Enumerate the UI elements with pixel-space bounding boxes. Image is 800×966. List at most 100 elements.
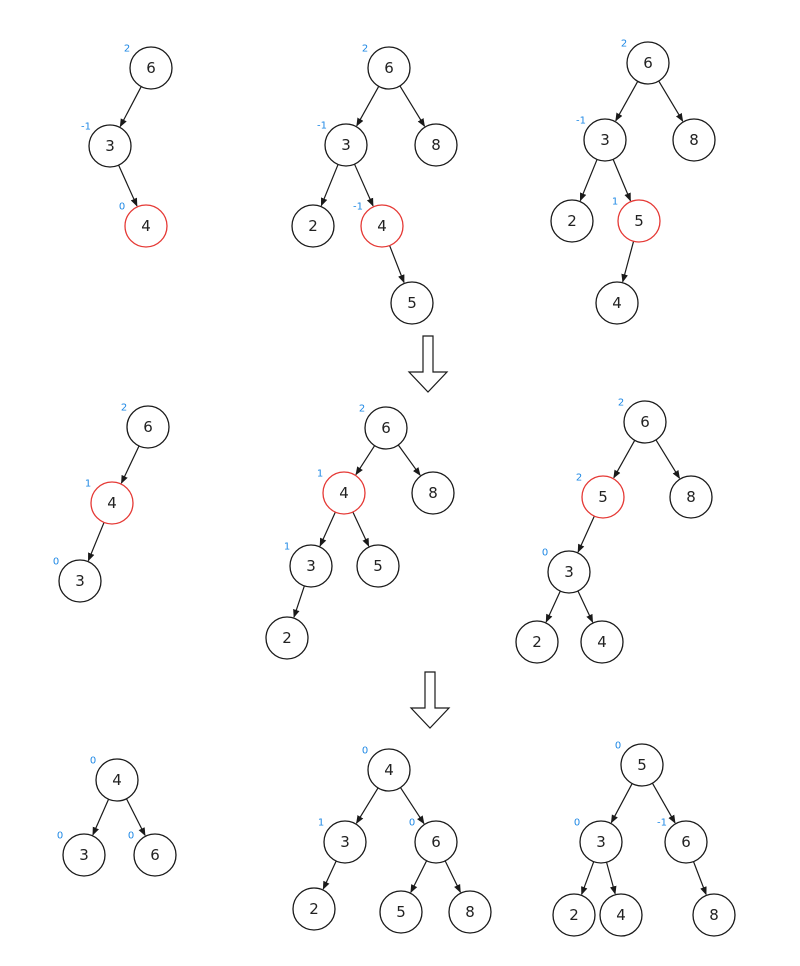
- balance-factor: 0: [615, 741, 621, 752]
- node-circle: [448, 890, 492, 934]
- node-value: 4: [612, 294, 622, 312]
- balance-factor: 1: [284, 542, 290, 553]
- node-circle: [595, 281, 639, 325]
- node-circle: [129, 46, 173, 90]
- balance-factor: 2: [576, 473, 582, 484]
- tree-node: 62: [362, 44, 411, 90]
- tree-node: 8: [669, 475, 713, 519]
- highlighted-node-circle: [617, 199, 661, 243]
- node-value: 5: [637, 756, 647, 774]
- node-value: 2: [282, 629, 292, 647]
- tree-node: 2: [550, 199, 594, 243]
- balance-factor: 2: [618, 398, 624, 409]
- edge-t1-a-b: [119, 86, 142, 128]
- balance-factor: -1: [81, 122, 91, 133]
- tree-node: 2: [291, 204, 335, 248]
- node-circle: [289, 544, 333, 588]
- edge-t2-b-d: [320, 164, 339, 207]
- node-circle: [265, 616, 309, 660]
- tree-node: 6-1: [657, 818, 708, 864]
- tree-node: 62: [618, 398, 667, 444]
- node-circle: [364, 406, 408, 450]
- node-circle: [292, 887, 336, 931]
- node-circle: [579, 820, 623, 864]
- edge-t3-b-d: [579, 159, 598, 202]
- node-value: 3: [600, 131, 610, 149]
- edge-t8-a-c: [399, 787, 425, 825]
- tree-node: 5: [390, 281, 434, 325]
- tree-node: 8: [411, 471, 455, 515]
- highlighted-node-circle: [322, 471, 366, 515]
- node-circle: [552, 893, 596, 937]
- tree-node: 30: [57, 831, 106, 877]
- node-value: 5: [396, 903, 406, 921]
- node-circle: [547, 550, 591, 594]
- node-value: 5: [373, 557, 383, 575]
- edge-t3-b-e: [612, 159, 632, 202]
- node-value: 8: [465, 903, 475, 921]
- node-value: 5: [598, 488, 608, 506]
- edge-t8-c-e: [410, 860, 428, 894]
- node-value: 6: [146, 59, 156, 77]
- balance-factor: 2: [121, 403, 127, 414]
- edge-t5-b-d: [319, 511, 336, 547]
- down-arrow-icon: [407, 335, 449, 393]
- node-value: 3: [341, 136, 351, 154]
- tree-node: 30: [542, 548, 591, 594]
- tree-t2: 62 3 -1 8 2 4 -1 5: [291, 44, 458, 325]
- tree-node: 4: [580, 620, 624, 664]
- tree-node: 30: [574, 818, 623, 864]
- edge-t3-e-f: [621, 241, 635, 283]
- node-value: 4: [141, 217, 151, 235]
- transition-arrows: [407, 335, 451, 729]
- node-circle: [95, 758, 139, 802]
- node-value: 4: [597, 633, 607, 651]
- tree-node: 4 -1: [353, 202, 404, 248]
- tree-node: 3-1: [576, 116, 627, 162]
- balance-factor: 0: [90, 756, 96, 767]
- edge-t5-a-b: [355, 445, 376, 476]
- balance-factor: 1: [318, 818, 324, 829]
- tree-node: 52: [576, 473, 625, 519]
- tree-node: 31: [318, 818, 367, 864]
- edge-t8-a-b: [355, 787, 379, 824]
- tree-node: 4: [599, 893, 643, 937]
- edge-t5-d-f: [293, 585, 305, 618]
- highlighted-node-circle: [124, 204, 168, 248]
- node-value: 4: [339, 484, 349, 502]
- tree-t7: 40 30 6 0: [57, 756, 177, 877]
- edge-t7-a-c: [125, 798, 146, 837]
- node-circle: [323, 820, 367, 864]
- node-value: 8: [686, 488, 696, 506]
- balance-factor: 0: [542, 548, 548, 559]
- node-value: 6: [643, 54, 653, 72]
- balance-factor: 2: [362, 44, 368, 55]
- edges-layer: [87, 80, 707, 896]
- node-circle: [367, 748, 411, 792]
- balance-factor: -1: [317, 121, 327, 132]
- balance-factor: 0: [409, 818, 415, 829]
- tree-node: 40: [90, 756, 139, 802]
- balance-factor: 2: [621, 39, 627, 50]
- balance-factor: 0: [574, 818, 580, 829]
- node-value: 6: [431, 833, 441, 851]
- edge-t3-a-c: [658, 80, 684, 122]
- balance-factor: -1: [353, 202, 363, 213]
- node-value: 4: [377, 217, 387, 235]
- node-value: 4: [384, 761, 394, 779]
- node-value: 3: [596, 833, 606, 851]
- node-value: 6: [150, 846, 160, 864]
- node-value: 8: [709, 906, 719, 924]
- node-value: 8: [431, 136, 441, 154]
- edge-t6-a-b: [613, 440, 636, 479]
- tree-node: 30: [53, 557, 102, 603]
- tree-node: 5: [356, 544, 400, 588]
- tree-node: 62: [621, 39, 670, 85]
- node-circle: [599, 893, 643, 937]
- edge-t4-a-b: [120, 445, 140, 484]
- highlighted-node-circle: [360, 204, 404, 248]
